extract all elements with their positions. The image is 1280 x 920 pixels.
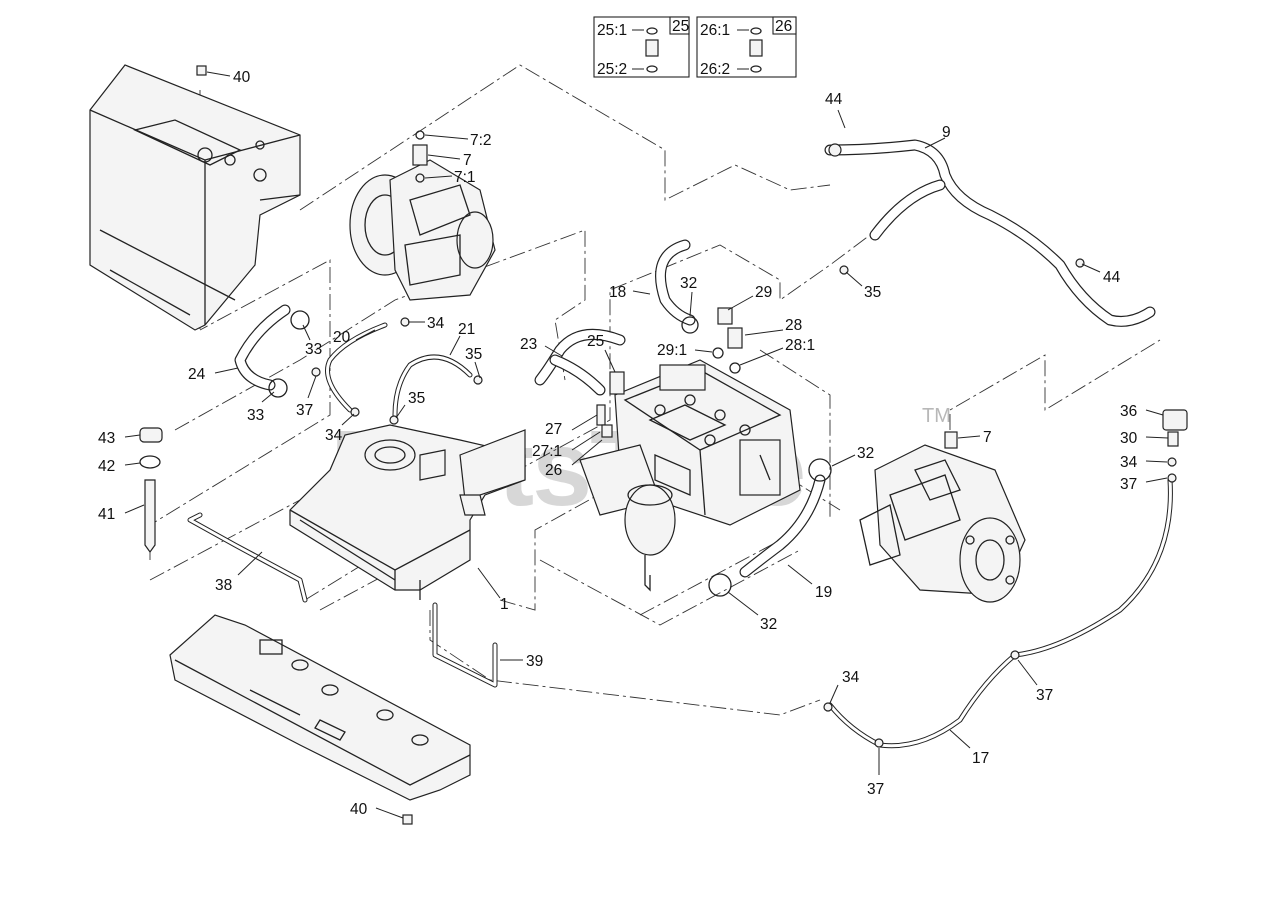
callout-28[interactable]: 28 bbox=[785, 317, 802, 334]
callout-37-bottom[interactable]: 37 bbox=[867, 781, 884, 798]
callout-42[interactable]: 42 bbox=[98, 458, 115, 475]
callout-20[interactable]: 20 bbox=[333, 329, 351, 346]
callout-18[interactable]: 18 bbox=[609, 284, 626, 301]
callout-38[interactable]: 38 bbox=[215, 577, 232, 594]
callout-23[interactable]: 23 bbox=[520, 336, 537, 353]
callout-44-top[interactable]: 44 bbox=[825, 91, 843, 108]
inset-26-top-label: 26:1 bbox=[700, 22, 730, 39]
callout-27-1[interactable]: 27:1 bbox=[532, 443, 562, 460]
callout-28-1[interactable]: 28:1 bbox=[785, 337, 815, 354]
callout-37-left[interactable]: 37 bbox=[296, 402, 313, 419]
callout-25[interactable]: 25 bbox=[587, 333, 604, 350]
lower-frame-bracket bbox=[169, 614, 471, 801]
inset-box-26: 26 26:1 26:2 bbox=[696, 16, 797, 78]
lower-wheel-motor bbox=[859, 444, 1026, 603]
callout-27[interactable]: 27 bbox=[545, 421, 562, 438]
callout-37-hose[interactable]: 37 bbox=[1036, 687, 1053, 704]
callout-35-mid[interactable]: 35 bbox=[465, 346, 482, 363]
callout-34-left[interactable]: 34 bbox=[325, 427, 343, 444]
inset-26-id: 26 bbox=[775, 18, 792, 35]
callout-29-1[interactable]: 29:1 bbox=[657, 342, 687, 359]
callout-40-bottom[interactable]: 40 bbox=[350, 801, 368, 818]
callout-37-right[interactable]: 37 bbox=[1120, 476, 1137, 493]
callout-32-mid[interactable]: 32 bbox=[857, 445, 874, 462]
callout-33-top[interactable]: 33 bbox=[305, 341, 322, 358]
callout-1[interactable]: 1 bbox=[500, 596, 509, 613]
callout-39[interactable]: 39 bbox=[526, 653, 543, 670]
callout-32-top[interactable]: 32 bbox=[680, 275, 697, 292]
inset-25-bottom-label: 25:2 bbox=[597, 61, 627, 78]
callout-labels: 40 7:2 7 7:1 44 9 44 35 18 32 29 28 29:1… bbox=[98, 69, 1169, 819]
callout-30[interactable]: 30 bbox=[1120, 430, 1138, 447]
callout-29[interactable]: 29 bbox=[755, 284, 772, 301]
callout-40[interactable]: 40 bbox=[233, 69, 251, 86]
cover-bracket bbox=[89, 64, 301, 331]
callout-26[interactable]: 26 bbox=[545, 462, 562, 479]
callout-9[interactable]: 9 bbox=[942, 124, 951, 141]
callout-7-2[interactable]: 7:2 bbox=[470, 132, 492, 149]
callout-35-top[interactable]: 35 bbox=[864, 284, 881, 301]
callout-43[interactable]: 43 bbox=[98, 430, 115, 447]
inset-26-bottom-label: 26:2 bbox=[700, 61, 730, 78]
callout-33-low[interactable]: 33 bbox=[247, 407, 264, 424]
upper-wheel-motor bbox=[349, 130, 496, 301]
callout-34-right[interactable]: 34 bbox=[1120, 454, 1138, 471]
callout-21[interactable]: 21 bbox=[458, 321, 475, 338]
callout-34-low[interactable]: 34 bbox=[842, 669, 860, 686]
callout-7[interactable]: 7 bbox=[463, 152, 472, 169]
callout-7-right[interactable]: 7 bbox=[983, 429, 992, 446]
transaxle-pump bbox=[579, 359, 801, 592]
hoses bbox=[187, 139, 1173, 749]
fittings bbox=[139, 65, 1188, 825]
callout-24[interactable]: 24 bbox=[188, 366, 206, 383]
callout-41[interactable]: 41 bbox=[98, 506, 115, 523]
callout-19[interactable]: 19 bbox=[815, 584, 832, 601]
inset-box-25: 25 25:1 25:2 bbox=[593, 16, 690, 78]
callout-32-low[interactable]: 32 bbox=[760, 616, 777, 633]
callout-44-right[interactable]: 44 bbox=[1103, 269, 1121, 286]
inset-25-id: 25 bbox=[672, 18, 689, 35]
callout-7-1[interactable]: 7:1 bbox=[454, 169, 476, 186]
callout-34-top[interactable]: 34 bbox=[427, 315, 445, 332]
callout-36[interactable]: 36 bbox=[1120, 403, 1137, 420]
hydraulic-tank bbox=[289, 424, 526, 600]
callout-35-low[interactable]: 35 bbox=[408, 390, 425, 407]
inset-25-top-label: 25:1 bbox=[597, 22, 627, 39]
callout-17[interactable]: 17 bbox=[972, 750, 989, 767]
watermark-tm: TM bbox=[922, 405, 951, 427]
